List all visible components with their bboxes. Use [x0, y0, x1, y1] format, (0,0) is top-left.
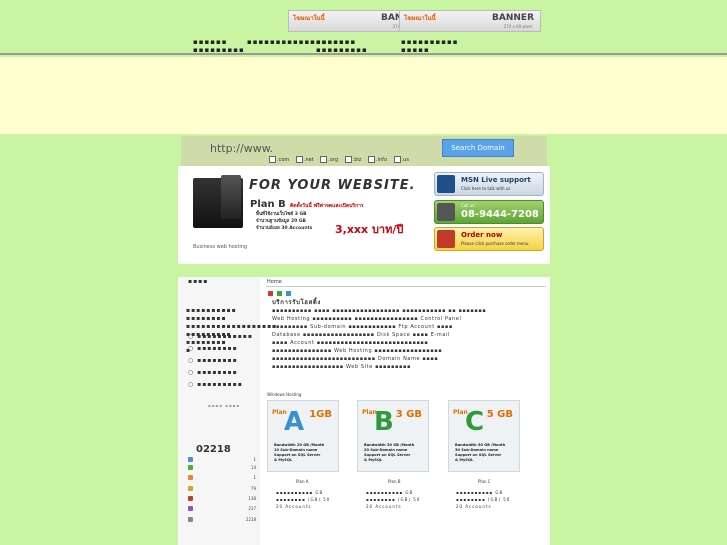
poll-option[interactable]: ○ ▪▪▪▪▪▪▪▪	[188, 369, 238, 376]
cart-icon	[437, 230, 455, 248]
ext-option[interactable]: .org	[320, 156, 338, 163]
order-now-button[interactable]: Order now Please click purchase order me…	[434, 227, 544, 251]
poll-option[interactable]: ○ ▪▪▪▪▪▪▪▪	[188, 357, 238, 364]
plan-b-label[interactable]: Plan B	[388, 479, 401, 484]
stat-row: 2218	[188, 517, 256, 525]
stat-row: 1	[188, 475, 256, 483]
checkbox[interactable]	[295, 156, 303, 163]
checkbox[interactable]	[368, 156, 376, 163]
checkbox[interactable]	[393, 156, 401, 163]
ext-option[interactable]: .com	[269, 156, 289, 163]
print-icon[interactable]	[277, 291, 283, 296]
user-icon	[188, 517, 193, 522]
plan-card-c[interactable]: Plan C 5 GB Bandwidth 50 GB /Month 30 Su…	[448, 400, 520, 472]
banner-tag: โฆษณาในนี้	[293, 15, 325, 22]
poll-option[interactable]: ○ ▪▪▪▪▪▪▪▪▪	[188, 381, 243, 388]
domain-search: Search Domain .com .net .org .biz .info …	[181, 136, 547, 166]
plan-a-label[interactable]: Plan A	[296, 479, 309, 484]
checkbox[interactable]	[344, 156, 352, 163]
promo-features: พื้นที่ใช้งานเว็บไซต์ 3 GB จำนวนฐานข้อมู…	[256, 212, 313, 231]
user-icon	[188, 496, 193, 501]
user-icon	[188, 457, 193, 462]
banner-ad-2[interactable]: โฆษณาในนี้ BANNER 274 x 69 pixel	[399, 10, 541, 32]
stat-row: 138	[188, 496, 256, 504]
msn-icon	[437, 175, 455, 193]
menu-item-1[interactable]: ▪▪▪▪▪▪ ▪▪▪▪▪▪▪▪▪	[193, 38, 245, 54]
visit-counter: 02218	[196, 444, 231, 455]
banner-tag: โฆษณาในนี้	[404, 15, 436, 22]
user-icon	[188, 475, 193, 480]
checkbox[interactable]	[320, 156, 328, 163]
checkbox[interactable]	[269, 156, 276, 163]
share-icons	[268, 290, 293, 298]
promo-slogan: FOR YOUR WEBSITE.	[249, 178, 416, 193]
poll-options: ○ ▪▪▪▪▪▪▪▪▪▪▪ ○ ▪▪▪▪▪▪▪▪ ○ ▪▪▪▪▪▪▪▪ ○ ▪▪…	[188, 333, 253, 389]
plan-c-details: ▪▪▪▪▪▪▪▪▪▪ GB ▪▪▪▪▪▪▪▪ (GB) 50 20 Accoun…	[456, 490, 511, 509]
windows-hosting-label: Windows Hosting	[267, 392, 302, 397]
menu-item-4[interactable]: ▪▪▪▪▪▪▪▪▪▪ ▪▪▪▪▪	[401, 38, 459, 54]
email-icon[interactable]	[286, 291, 292, 296]
header-strip	[0, 57, 727, 134]
breadcrumb[interactable]: Home	[267, 279, 282, 285]
stat-row: 217	[188, 506, 256, 514]
pdf-icon[interactable]	[268, 291, 273, 296]
stat-row: 1	[188, 457, 256, 465]
sidebar-heading: ▪▪▪▪	[188, 278, 209, 285]
article-title: บริการรับโฮสติ้ง	[272, 299, 321, 306]
stat-row: 79	[188, 486, 256, 494]
menu-item-2[interactable]: ▪▪▪▪▪▪▪▪▪▪▪▪▪▪	[247, 38, 328, 46]
poll-option[interactable]: ○ ▪▪▪▪▪▪▪▪	[188, 345, 238, 352]
vote-button[interactable]: ▪▪▪▪ ▪▪▪▪	[208, 403, 240, 408]
poll-option[interactable]: ○ ▪▪▪▪▪▪▪▪▪▪▪	[188, 333, 253, 340]
ext-option[interactable]: .biz	[344, 156, 361, 163]
domain-input[interactable]	[208, 139, 432, 157]
top-divider	[0, 53, 727, 55]
sidebar: ▪▪▪▪ ▪▪▪▪▪▪▪▪▪▪ ▪▪▪▪▪▪▪▪ ▪▪▪▪▪▪▪▪▪▪▪▪▪▪▪…	[178, 277, 278, 545]
user-icon	[188, 506, 193, 511]
banner-title: BANNER	[492, 13, 534, 23]
promo-caption: Business web hosting	[193, 244, 248, 250]
poll-question: ▪▪▪▪▪▪▪▪▪▪ ▪▪▪▪▪▪▪▪ ▪▪▪▪▪▪▪▪▪▪▪▪▪▪▪▪▪▪ ▪…	[186, 307, 278, 354]
msn-support-button[interactable]: MSN Live support Click here to talk with…	[434, 172, 544, 196]
user-icon	[188, 486, 193, 491]
stat-row: 14	[188, 465, 256, 473]
plan-b-details: ▪▪▪▪▪▪▪▪▪▪ GB ▪▪▪▪▪▪▪▪ (GB) 50 20 Accoun…	[366, 490, 421, 509]
promo-tag: ติดตั้งวันนี้ ฟรีค่าจดและเปิดบริการ	[290, 203, 364, 209]
ext-option[interactable]: .net	[295, 156, 314, 163]
plan-a-details: ▪▪▪▪▪▪▪▪▪▪ GB ▪▪▪▪▪▪▪▪ (GB) 50 20 Accoun…	[276, 490, 331, 509]
ext-option[interactable]: .us	[393, 156, 409, 163]
phone-icon	[437, 203, 455, 221]
plan-card-a[interactable]: Plan A 1GB Bandwidth 20 GB /Month 10 Sub…	[267, 400, 339, 472]
plan-c-label[interactable]: Plan C	[478, 479, 491, 484]
menu-item-3[interactable]: ▪▪▪▪▪▪▪ ▪▪▪▪▪▪▪▪▪	[316, 38, 368, 54]
breadcrumb-divider	[266, 286, 546, 287]
extension-options: .com .net .org .biz .info .us	[269, 156, 414, 163]
promo-price: 3,xxx บาท/ปี	[335, 223, 404, 236]
user-icon	[188, 465, 193, 470]
banner-size: 274 x 69 pixel	[503, 24, 532, 29]
promo-plan: Plan B	[250, 199, 286, 210]
ext-option[interactable]: .info	[368, 156, 387, 163]
main-article: บริการรับโฮสติ้ง ▪▪▪▪▪▪▪▪▪▪ ▪▪▪▪ ▪▪▪▪▪▪▪…	[272, 299, 532, 371]
plan-card-b[interactable]: Plan B 3 GB Bandwidth 30 GB /Month 20 Su…	[357, 400, 429, 472]
promo-panel: FOR YOUR WEBSITE. Plan B ติดตั้งวันนี้ ฟ…	[178, 166, 550, 264]
phone-contact[interactable]: Call us: 08-9444-7208	[434, 200, 544, 224]
content-area: ▪▪▪▪ ▪▪▪▪▪▪▪▪▪▪ ▪▪▪▪▪▪▪▪ ▪▪▪▪▪▪▪▪▪▪▪▪▪▪▪…	[178, 277, 550, 545]
server-image	[193, 175, 243, 228]
search-domain-button[interactable]: Search Domain	[442, 139, 514, 157]
